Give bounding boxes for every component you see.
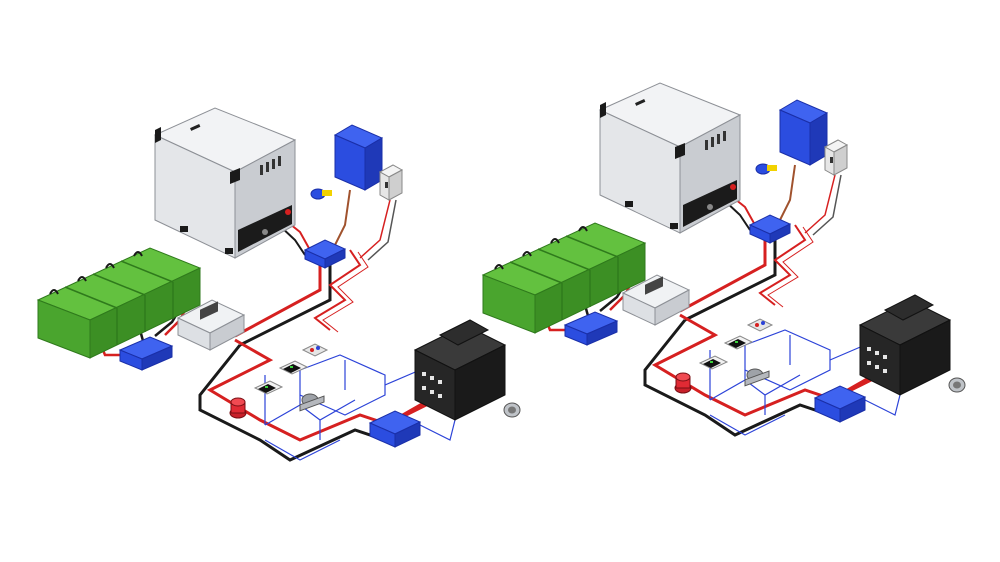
wiring-diagram-canvas [36,81,967,462]
wiring-diagram-svg [36,81,967,462]
